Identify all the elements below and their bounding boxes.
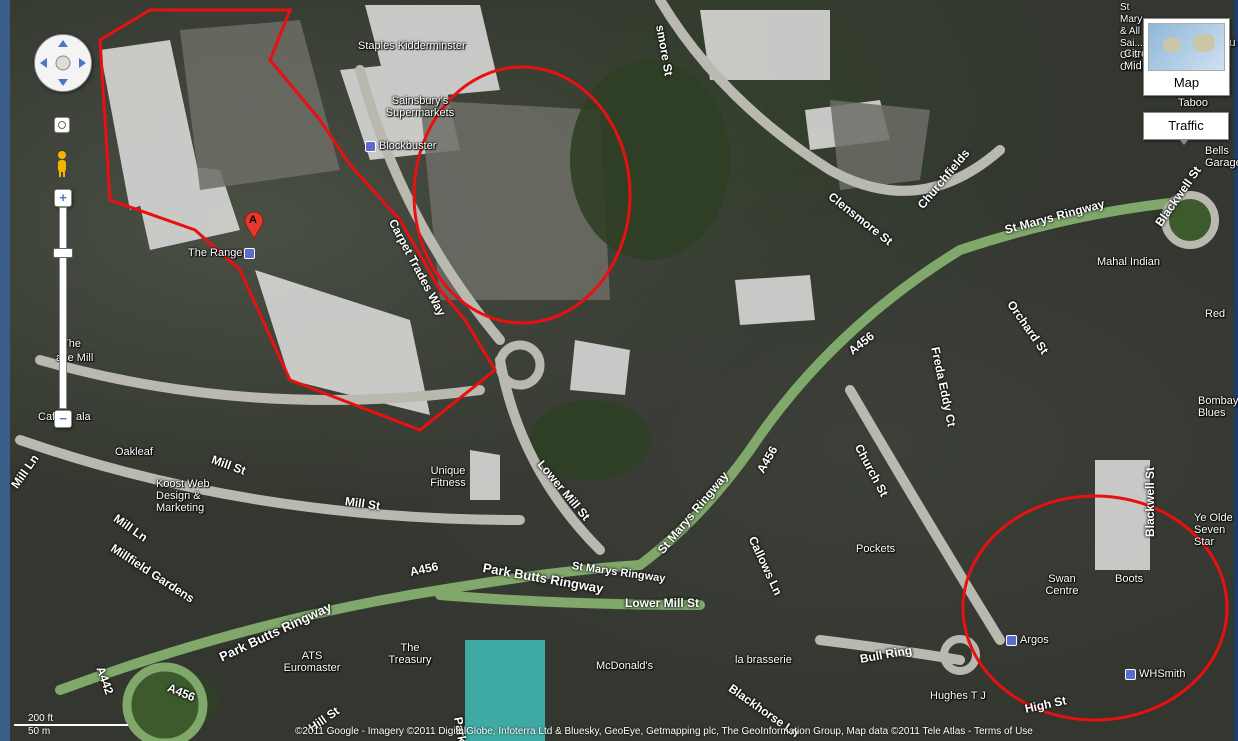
marker-letter: A — [249, 214, 257, 226]
scale-ft: 200 ft — [14, 713, 128, 726]
zoom-out-button[interactable]: − — [54, 410, 72, 428]
place-ala[interactable]: ala — [76, 411, 91, 423]
road-blackwell-st: Blackwell St — [1143, 466, 1157, 537]
place-blockbuster[interactable]: Blockbuster — [365, 140, 436, 152]
zoom-slider-track[interactable] — [59, 207, 67, 409]
annotation-ellipse-top — [412, 65, 632, 325]
place-ats[interactable]: ATS Euromaster — [283, 650, 341, 674]
place-whsmith[interactable]: WHSmith — [1125, 668, 1185, 680]
place-bells[interactable]: Bells Garage — [1205, 145, 1238, 169]
place-bombay-blues[interactable]: Bombay Blues — [1198, 395, 1238, 419]
place-unique-fitness[interactable]: Unique Fitness — [430, 465, 466, 489]
place-mcdonalds[interactable]: McDonald's — [596, 660, 654, 672]
left-edge-bar — [0, 0, 10, 741]
place-red[interactable]: Red — [1205, 308, 1226, 320]
place-argos[interactable]: Argos — [1006, 634, 1049, 646]
right-edge-bar — [1234, 0, 1238, 741]
place-pockets[interactable]: Pockets — [856, 543, 896, 555]
place-swan-centre[interactable]: Swan Centre — [1045, 573, 1079, 597]
place-la-brasserie[interactable]: la brasserie — [735, 654, 792, 666]
place-ye-olde[interactable]: Ye Olde Seven Star — [1194, 512, 1233, 548]
scale-m: 50 m — [28, 726, 51, 737]
pan-control[interactable] — [34, 34, 92, 92]
place-mahal-indian[interactable]: Mahal Indian — [1097, 256, 1160, 268]
zoom-slider-thumb[interactable] — [53, 248, 73, 258]
copyright-text: ©2011 Google - Imagery ©2011 DigitalGlob… — [295, 726, 1033, 737]
map-marker-a[interactable]: A — [244, 211, 264, 241]
place-taboo[interactable]: Taboo — [1178, 97, 1208, 109]
place-staples[interactable]: Staples Kidderminster — [358, 40, 466, 52]
map-type-label: Map — [1173, 75, 1200, 90]
place-sainsburys[interactable]: Sainsbury's Supermarkets — [385, 95, 455, 119]
zoom-in-button[interactable]: + — [54, 189, 72, 207]
traffic-button[interactable]: Traffic — [1143, 112, 1229, 140]
annotation-ellipse-bottom — [961, 494, 1229, 722]
pegman-icon[interactable] — [55, 150, 69, 178]
place-hughes[interactable]: Hughes T J — [930, 690, 986, 702]
map-type-button[interactable]: Map — [1143, 18, 1230, 96]
road-lower-mill-st-2: Lower Mill St — [625, 596, 700, 610]
annotation-polygon — [98, 8, 497, 432]
place-the-treasury[interactable]: The Treasury — [388, 642, 432, 666]
place-st-mary[interactable]: St Mary & All Sai... Of E Ch... — [1120, 2, 1143, 73]
scale-bar: 200 ft 50 m — [14, 713, 128, 737]
pan-arrows-icon[interactable] — [35, 35, 91, 91]
zoom-reset-button[interactable] — [54, 117, 70, 133]
traffic-dropdown-icon[interactable] — [1180, 140, 1188, 145]
place-boots[interactable]: Boots — [1115, 573, 1144, 585]
map-thumbnail — [1148, 23, 1225, 71]
place-koost[interactable]: Koost Web Design & Marketing — [156, 478, 210, 514]
place-the-range[interactable]: The Range — [188, 247, 256, 259]
place-oakleaf[interactable]: Oakleaf — [115, 446, 153, 458]
